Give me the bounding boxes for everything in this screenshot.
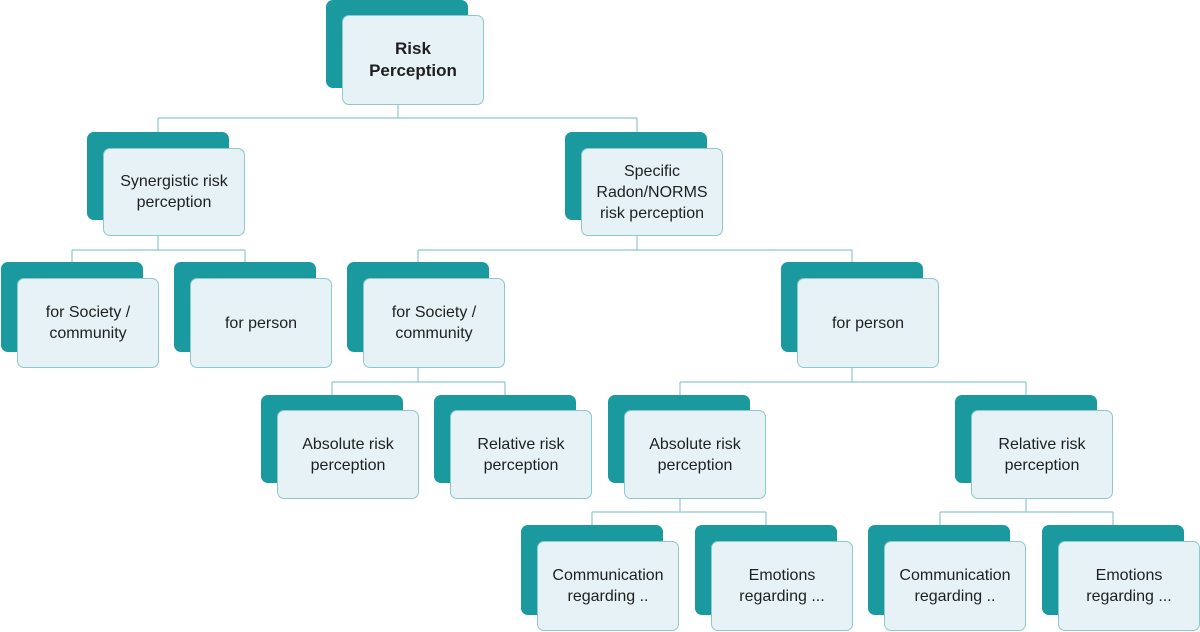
node-label: Emotions regarding ... xyxy=(711,541,853,631)
node-label: Communication regarding .. xyxy=(537,541,679,631)
node-label: for person xyxy=(190,278,332,368)
node-label: for Society / community xyxy=(17,278,159,368)
node-label: for person xyxy=(797,278,939,368)
node-label: Risk Perception xyxy=(342,15,484,105)
node-label: Emotions regarding ... xyxy=(1058,541,1200,631)
node-label: Relative risk perception xyxy=(450,410,592,499)
node-label: Absolute risk perception xyxy=(624,410,766,499)
node-label: for Society / community xyxy=(363,278,505,368)
node-label: Absolute risk perception xyxy=(277,410,419,499)
node-label: Relative risk perception xyxy=(971,410,1113,499)
node-label: Communication regarding .. xyxy=(884,541,1026,631)
node-label: Synergistic risk perception xyxy=(103,148,245,236)
node-label: Specific Radon/NORMS risk perception xyxy=(581,148,723,236)
